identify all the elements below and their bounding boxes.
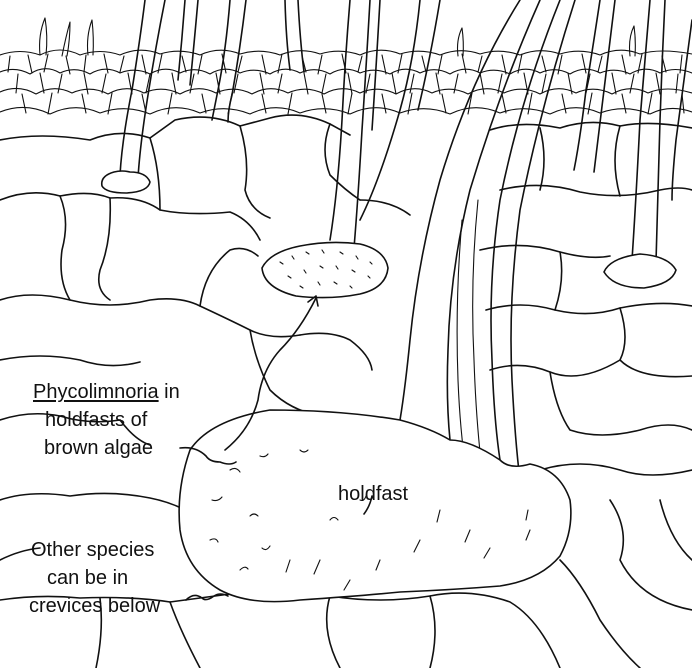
holdfast-label: holdfast (338, 482, 408, 506)
right-kelp-stipes (574, 0, 692, 288)
phycolimnoria-suffix: in (159, 381, 180, 403)
large-kelp (179, 0, 575, 602)
other-species-label-line3: crevices below (29, 594, 160, 618)
other-species-label-line1: Other species (31, 538, 154, 562)
phycolimnoria-label-line3: brown algae (44, 436, 153, 460)
phycolimnoria-label-line2: holdfasts of (45, 408, 147, 432)
other-species-label-line2: can be in (47, 566, 128, 590)
phycolimnoria-label-line1: Phycolimnoria in (33, 380, 180, 404)
phycolimnoria-genus: Phycolimnoria (33, 381, 159, 403)
